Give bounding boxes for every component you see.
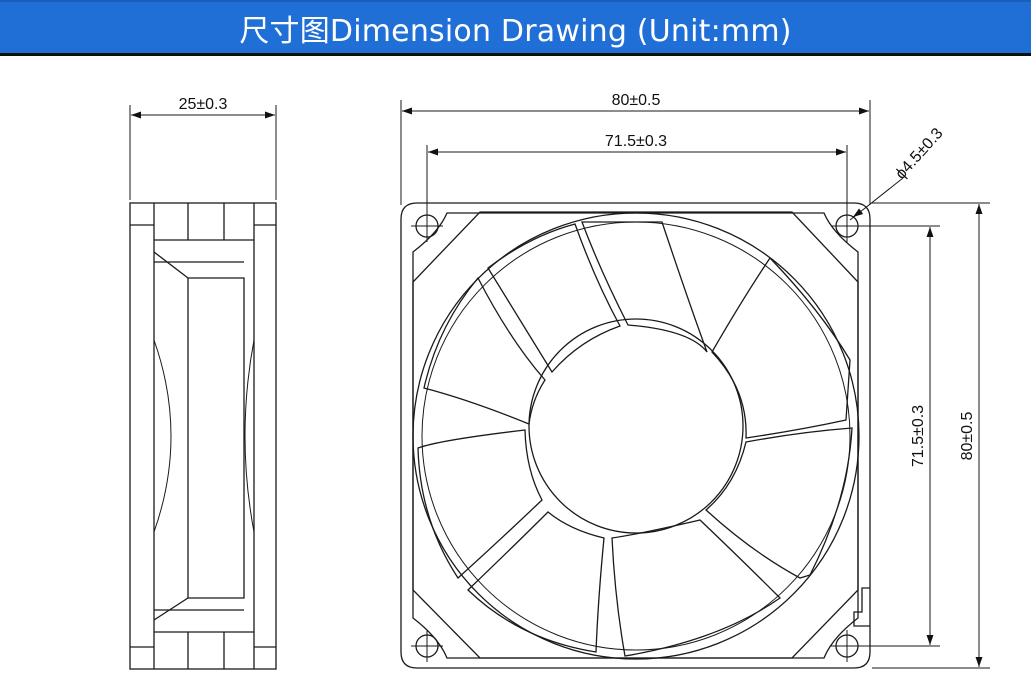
fan-blade	[417, 429, 543, 579]
front-view: 80±0.5 71.5±0.3 ϕ4.5±0.3	[400, 92, 990, 669]
hole-spacing-width-label: 71.5±0.3	[605, 133, 667, 150]
fan-frame-outline	[400, 202, 871, 669]
fan-blade	[487, 223, 621, 374]
hole-diameter-label: ϕ4.5±0.3	[892, 125, 946, 183]
hole-spacing-height-label: 71.5±0.3	[910, 405, 927, 467]
dimension-drawing: 25±0.3 80±0.5 71.5±0	[129, 92, 990, 670]
side-view: 25±0.3	[129, 96, 277, 670]
fan-blade	[611, 519, 782, 657]
side-thickness-label: 25±0.3	[179, 96, 228, 113]
fan-hub	[528, 318, 744, 534]
side-hub-outline	[153, 251, 245, 621]
overall-width-label: 80±0.5	[612, 92, 661, 109]
fan-blades	[417, 221, 853, 657]
side-blade-curve	[153, 339, 172, 533]
fan-frame-inner	[412, 212, 859, 659]
fan-venturi-ring	[412, 212, 860, 660]
cable-notch	[853, 587, 870, 627]
page-title: 尺寸图Dimension Drawing (Unit:mm)	[239, 13, 792, 49]
fan-blade	[705, 427, 853, 579]
page-title-bar: 尺寸图Dimension Drawing (Unit:mm)	[0, 0, 1031, 56]
mounting-hole-top-left	[411, 210, 443, 242]
overall-height-label: 80±0.5	[959, 411, 976, 460]
fan-blade	[423, 276, 546, 425]
side-frame-outline	[129, 202, 277, 670]
mounting-hole-bottom-left	[411, 630, 443, 662]
fan-blade	[467, 511, 605, 653]
fan-blade	[581, 221, 708, 353]
fan-blade	[711, 256, 851, 439]
